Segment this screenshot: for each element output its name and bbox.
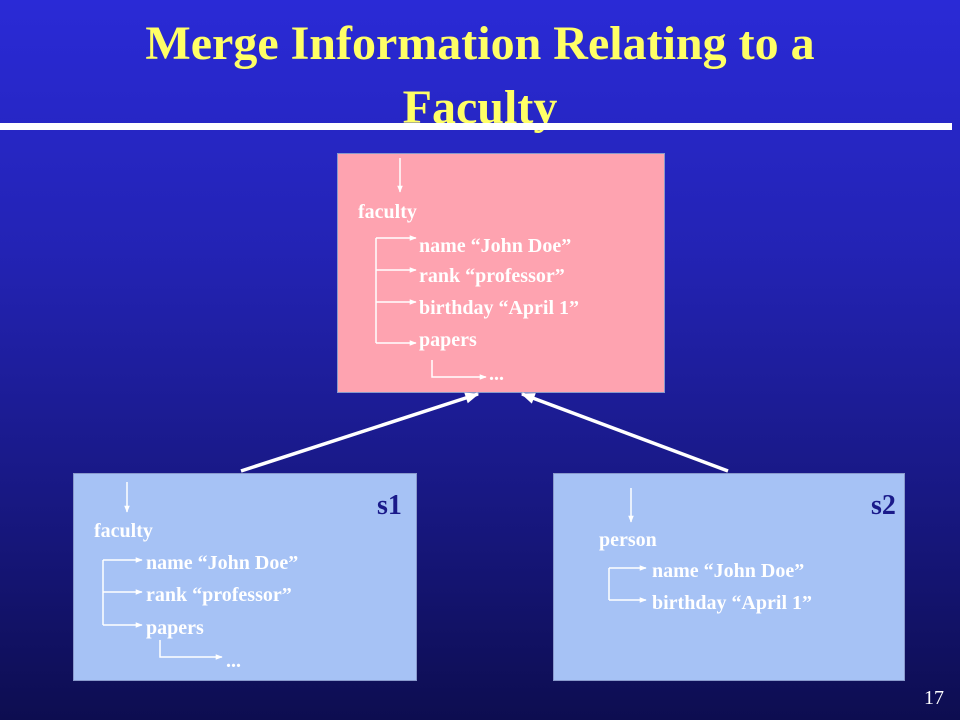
s2-name-label: name “John Doe” [652, 560, 805, 582]
merged-rank-label: rank “professor” [419, 265, 565, 287]
title-underline [0, 123, 952, 130]
s1-ellipsis: ... [226, 650, 241, 672]
s2-root-label: person [599, 529, 657, 551]
s1-papers-child [159, 640, 223, 660]
s1-papers-label: papers [146, 617, 204, 639]
s2-to-merged-arrow [520, 392, 729, 473]
merged-papers-label: papers [419, 329, 477, 351]
s1-root-label: faculty [94, 520, 153, 542]
title-line-1: Merge Information Relating to a [145, 17, 815, 70]
s1-tag: s1 [377, 490, 402, 521]
s1-rank-label: rank “professor” [146, 584, 292, 606]
merged-box: faculty name “John Doe” rank “professor”… [337, 153, 665, 393]
merged-ellipsis: ... [489, 363, 504, 385]
s1-name-label: name “John Doe” [146, 552, 299, 574]
slide-title: Merge Information Relating to a Faculty [0, 12, 960, 140]
merged-birthday-label: birthday “April 1” [419, 297, 580, 319]
source-s1-box: s1 faculty name “John Doe” rank “profess… [73, 473, 417, 681]
merged-root-label: faculty [358, 201, 417, 223]
page-number: 17 [924, 687, 944, 709]
s2-tag: s2 [871, 490, 896, 521]
s2-birthday-label: birthday “April 1” [652, 592, 813, 614]
merged-papers-child [431, 360, 487, 380]
s1-to-merged-arrow [240, 392, 480, 473]
source-s2-box: s2 person name “John Doe” birthday “Apri… [553, 473, 905, 681]
merged-name-label: name “John Doe” [419, 235, 572, 257]
